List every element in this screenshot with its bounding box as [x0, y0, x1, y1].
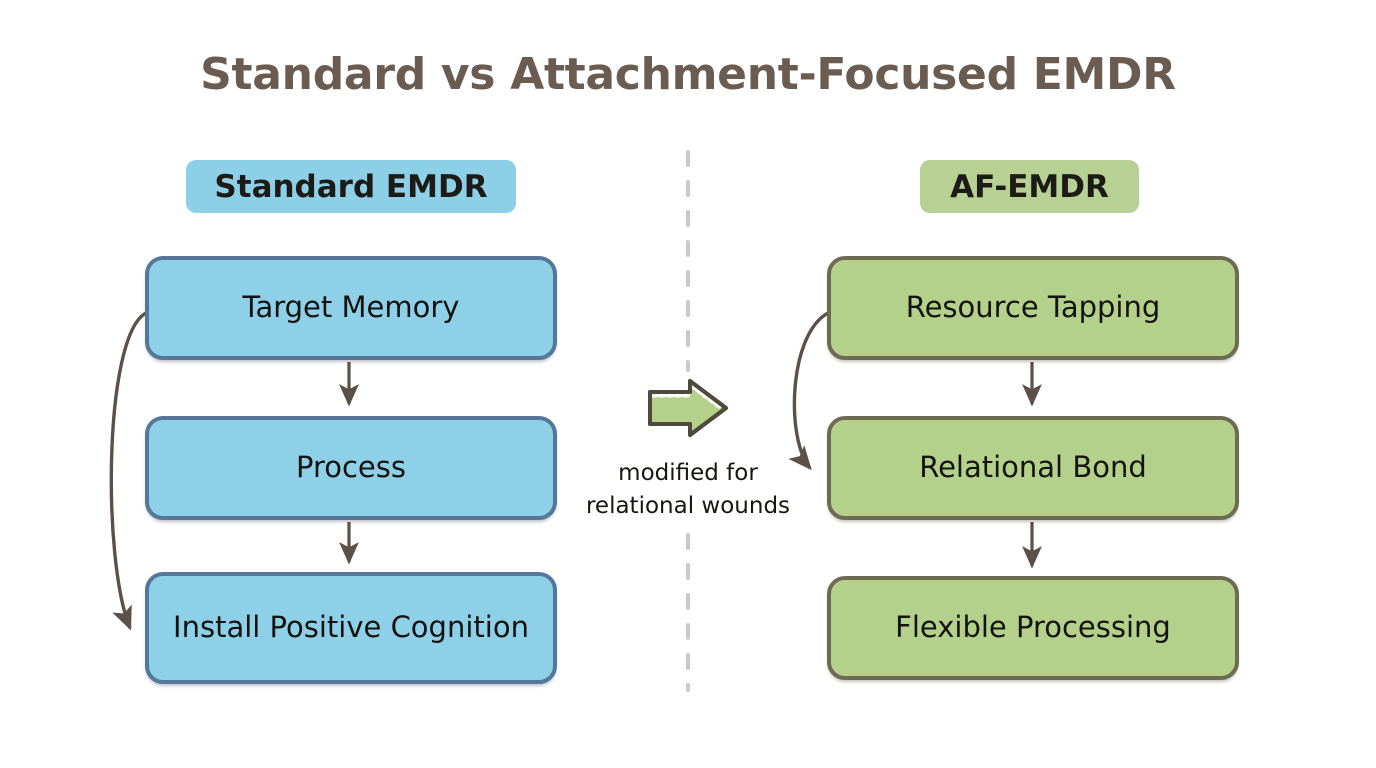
column-badge-af-emdr-label: AF-EMDR [950, 168, 1109, 205]
transition-caption: modified for relational wounds [557, 457, 819, 522]
column-badge-standard-emdr: Standard EMDR [186, 160, 516, 213]
node-flexible-processing[interactable]: Flexible Processing [827, 576, 1239, 680]
node-install-positive-cognition-line2: Cognition [390, 610, 529, 645]
node-relational-bond[interactable]: Relational Bond [827, 416, 1239, 520]
node-install-positive-cognition-line1: Install Positive [173, 610, 382, 645]
column-badge-standard-emdr-label: Standard EMDR [214, 168, 488, 205]
node-resource-tapping-label: Resource Tapping [905, 290, 1161, 325]
node-target-memory-label: Target Memory [242, 290, 460, 325]
page-title: Standard vs Attachment-Focused EMDR [200, 49, 1176, 100]
transition-caption-line2: relational wounds [585, 492, 791, 519]
node-process[interactable]: Process [145, 416, 557, 520]
right-block-arrow-icon [648, 379, 728, 437]
arrow-left-feedback-loop [109, 311, 147, 631]
node-resource-tapping[interactable]: Resource Tapping [827, 256, 1239, 360]
node-flexible-processing-label: Flexible Processing [895, 610, 1171, 645]
column-badge-af-emdr: AF-EMDR [920, 160, 1139, 213]
node-relational-bond-label: Relational Bond [919, 450, 1147, 485]
node-process-label: Process [295, 450, 406, 485]
transition-caption-line1: modified for [618, 460, 758, 486]
node-install-positive-cognition[interactable]: Install Positive Cognition [145, 572, 557, 684]
node-target-memory[interactable]: Target Memory [145, 256, 557, 360]
arrow-right-resource-curve [788, 311, 829, 471]
node-install-positive-cognition-label: Install Positive Cognition [163, 607, 539, 648]
